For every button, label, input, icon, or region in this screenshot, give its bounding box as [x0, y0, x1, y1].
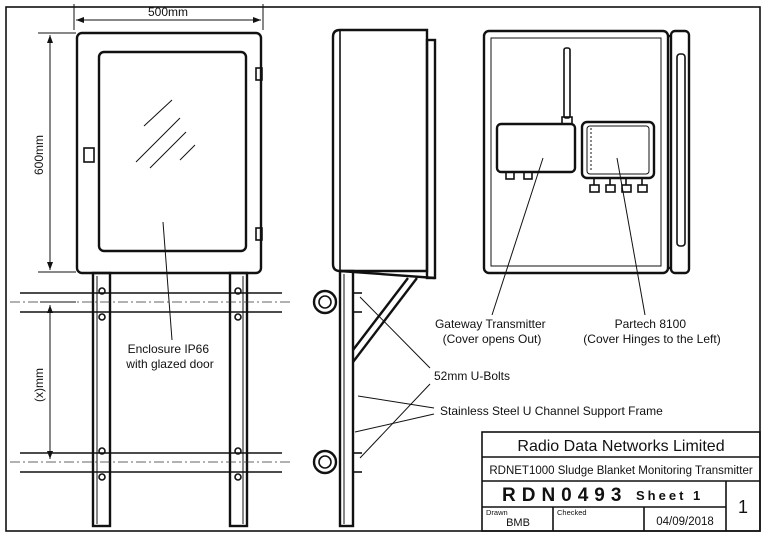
- side-view: 52mm U-Bolts Stainless Steel U Channel S…: [312, 28, 663, 528]
- enclosure-callout-line-1: Enclosure IP66: [128, 342, 210, 356]
- drawn-value: BMB: [506, 517, 530, 529]
- pole-section-top: [312, 289, 338, 315]
- drawing-description: RDNET1000 Sludge Blanket Monitoring Tran…: [489, 465, 753, 477]
- frame-leader-bottom: [354, 413, 435, 433]
- drawn-label: Drawn: [486, 508, 508, 517]
- enclosure-callout-line-2: with glazed door: [125, 357, 213, 371]
- drawing-number: RDN0493: [502, 485, 627, 506]
- enclosure-leader-line: [162, 221, 173, 341]
- checked-label: Checked: [557, 508, 587, 517]
- partech-leader-line: [616, 157, 646, 316]
- backplate: [490, 37, 662, 267]
- frame-channel-side: [338, 269, 355, 528]
- ubolts-leader-bottom: [359, 383, 431, 459]
- partech-glands-icon: [589, 178, 648, 193]
- enclosure-front: [75, 31, 263, 275]
- hinge-top: [255, 67, 263, 81]
- frame-callout: Stainless Steel U Channel Support Frame: [440, 404, 663, 418]
- gateway-leader-line: [491, 157, 544, 316]
- support-channel-left: [91, 271, 112, 528]
- antenna: [563, 47, 571, 119]
- frame-leader-top: [357, 395, 435, 409]
- gateway-callout: Gateway Transmitter (Cover opens Out): [435, 317, 549, 346]
- partech-8100-unit: [580, 120, 656, 180]
- title-block: Radio Data Networks Limited RDNET1000 Sl…: [481, 431, 761, 532]
- sheet-number: 1: [738, 497, 748, 517]
- partech-callout: Partech 8100 (Cover Hinges to the Left): [583, 317, 720, 346]
- height-dimension-label: 600mm: [32, 135, 46, 175]
- enclosure-open: [482, 29, 670, 275]
- open-door: [669, 29, 691, 275]
- company-name: Radio Data Networks Limited: [517, 438, 724, 455]
- partech-callout-line-2: (Cover Hinges to the Left): [583, 332, 720, 346]
- ubolts-callout: 52mm U-Bolts: [434, 369, 510, 383]
- gateway-transmitter-unit: [495, 122, 577, 174]
- front-view: 500mm 600mm: [10, 4, 292, 528]
- gateway-glands-icon: [505, 171, 533, 180]
- enclosure-side: [331, 28, 429, 273]
- support-channel-right: [228, 271, 249, 528]
- drawing-date: 04/09/2018: [656, 516, 714, 528]
- door-lock-icon: [83, 147, 95, 163]
- u-bolt-nuts-front: [98, 287, 242, 481]
- internal-view: Gateway Transmitter (Cover opens Out) Pa…: [435, 29, 721, 346]
- ubolts-leader-top: [359, 296, 431, 369]
- pole-spacing-label: (x)mm: [32, 368, 46, 402]
- gateway-callout-line-1: Gateway Transmitter: [435, 317, 546, 331]
- hinge-bottom: [255, 227, 263, 241]
- pole-section-bottom: [312, 449, 338, 475]
- sheet-border: [5, 6, 761, 532]
- sheet-label: Sheet 1: [636, 488, 703, 503]
- partech-callout-line-1: Partech 8100: [615, 317, 687, 331]
- frame-brace: [352, 277, 418, 363]
- enclosure-callout: Enclosure IP66 with glazed door: [125, 342, 213, 371]
- glazed-door-window: [97, 50, 248, 253]
- width-dimension-label: 500mm: [148, 5, 188, 19]
- gateway-callout-line-2: (Cover opens Out): [443, 332, 542, 346]
